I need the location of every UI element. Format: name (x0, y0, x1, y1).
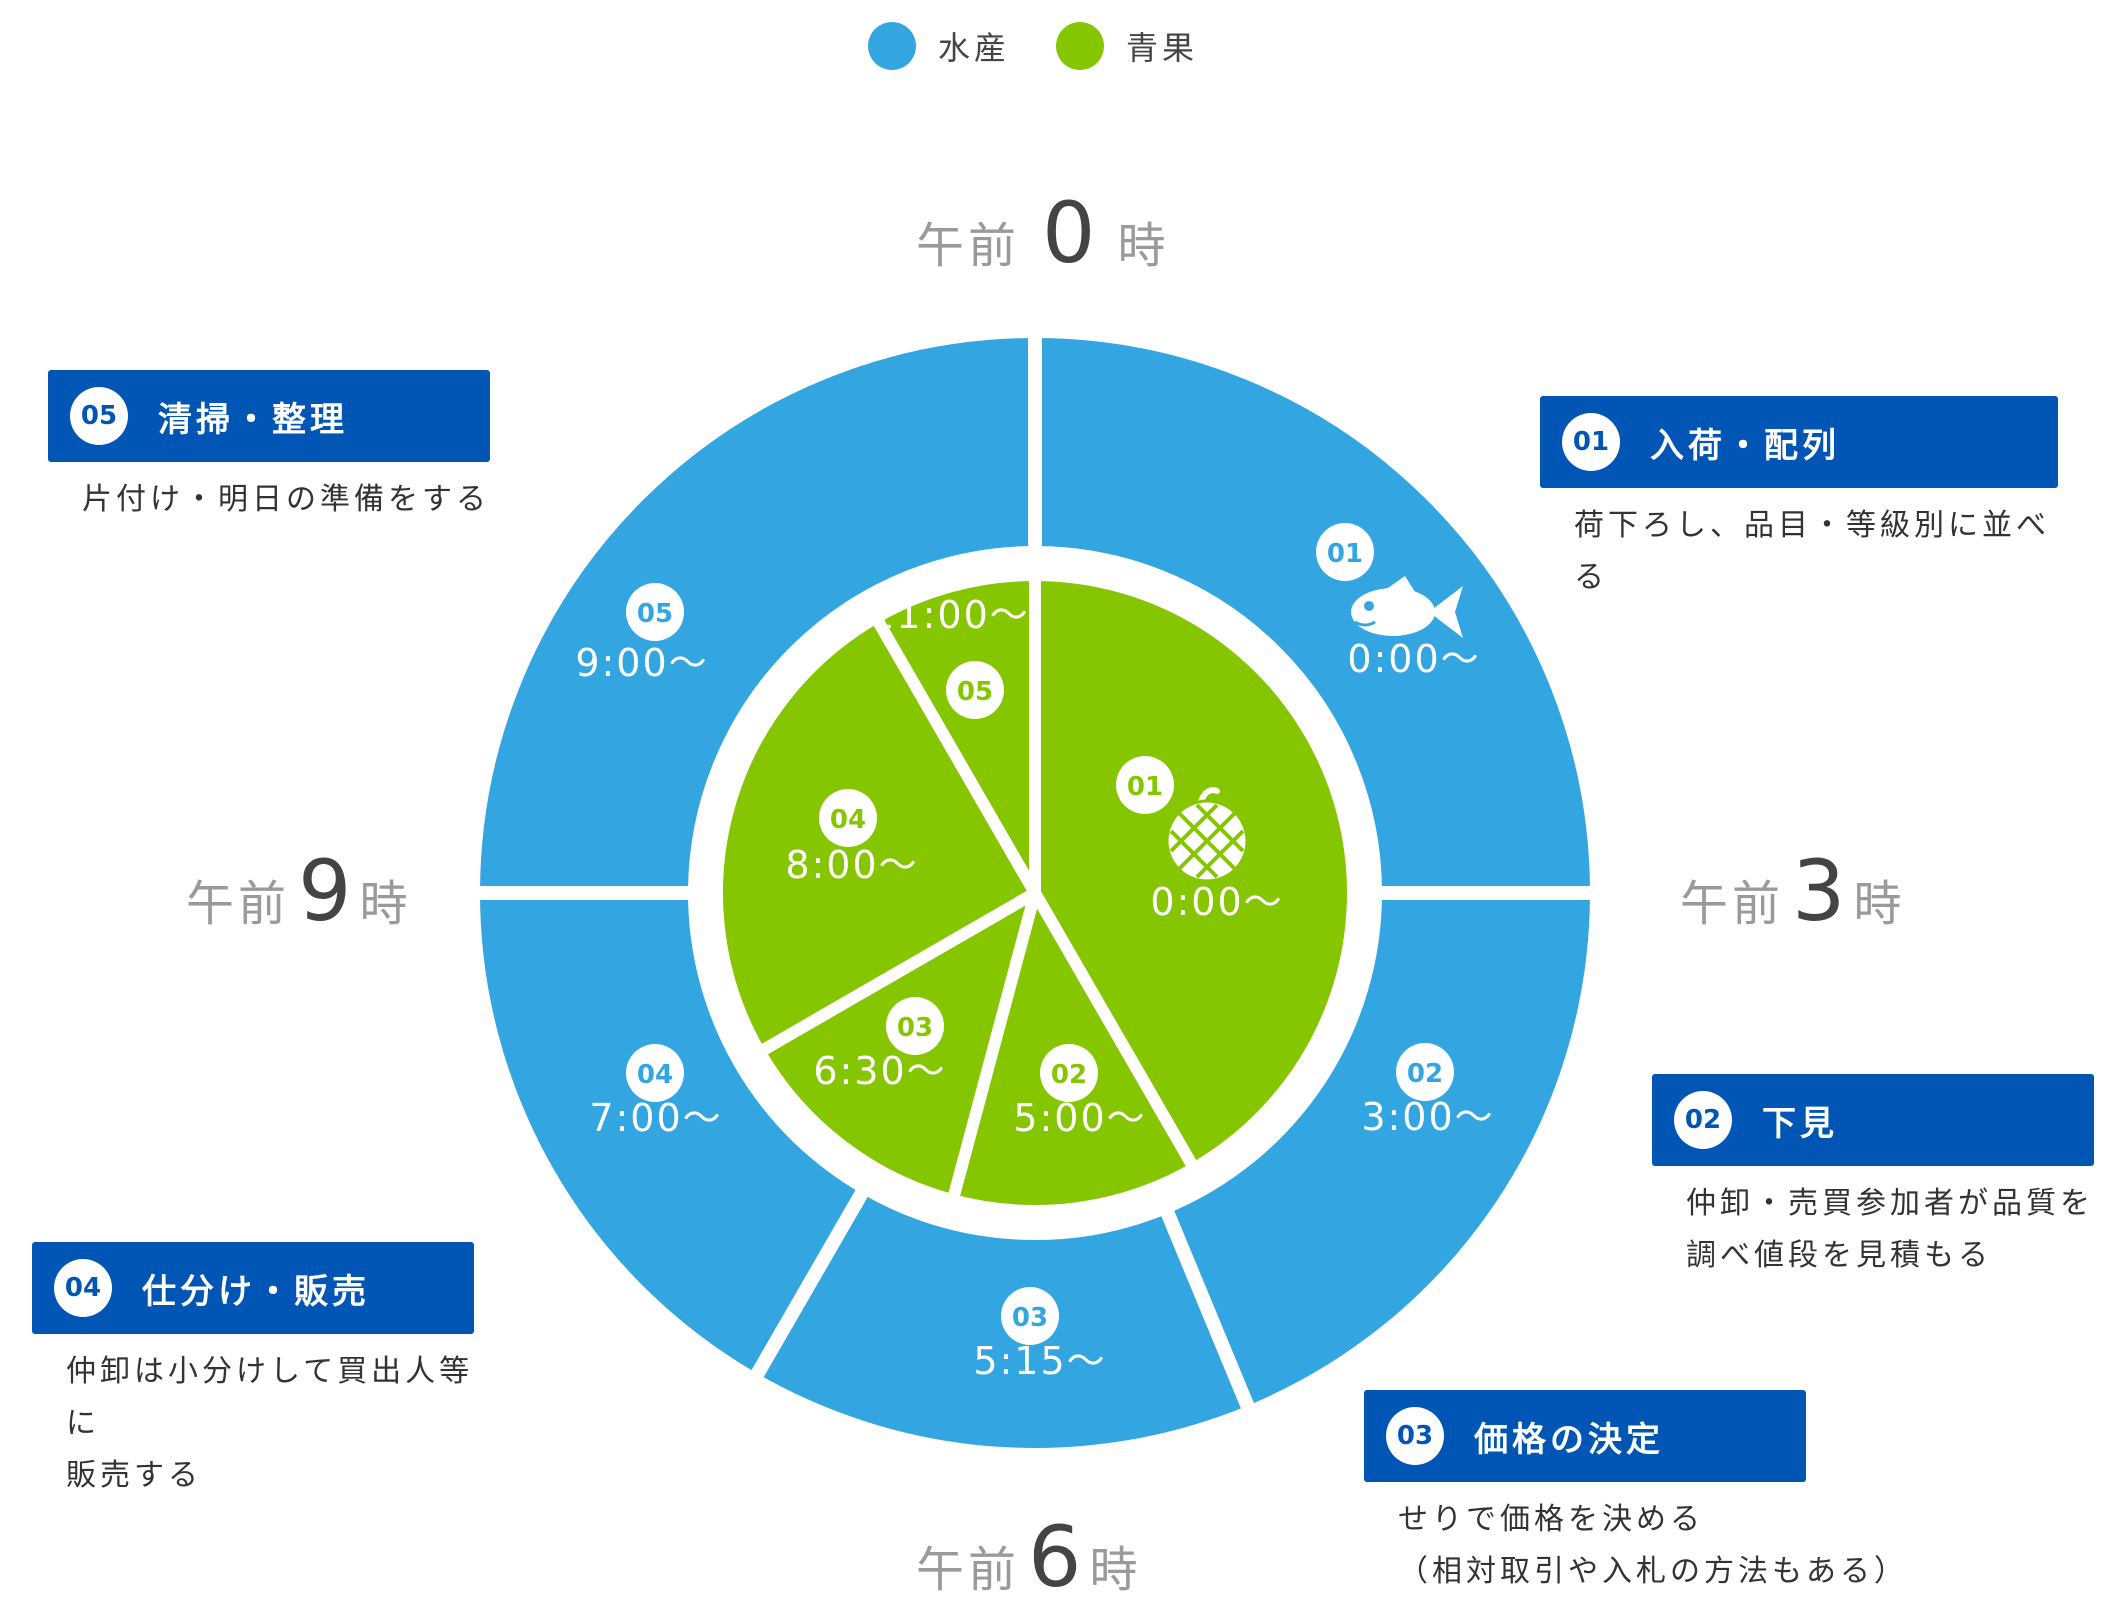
callout-description: 片付け・明日の準備をする (82, 482, 490, 517)
time-prefix: 午前 (186, 876, 291, 932)
svg-text:05: 05 (957, 677, 993, 707)
callout-03: 03 価格の決定 せりで価格を決める （相対取引や入札の方法もある） (1364, 1390, 1908, 1598)
step-badge: 01 (1562, 413, 1620, 471)
legend-label-produce: 青果 (1126, 29, 1199, 67)
melon-icon (1165, 787, 1249, 883)
outer-segment-04 (465, 886, 875, 1390)
callout-title: 入荷・配列 (1650, 425, 1840, 466)
time-suffix: 時 (1117, 218, 1170, 274)
time-number: 0 (1042, 184, 1096, 282)
svg-text:02: 02 (1407, 1059, 1443, 1089)
inner-time-01: 0:00～ (1150, 880, 1283, 924)
svg-text:03: 03 (897, 1013, 933, 1043)
segment-labels: 01 0:00～ 02 3:00～ 03 5:15～ 04 7:00～ 05 9:00～ 01 0:0… (575, 523, 1494, 1383)
outer-time-04: 7:00～ (589, 1096, 722, 1140)
svg-text:05: 05 (637, 599, 673, 629)
legend-item-fish: 水産 (868, 22, 1010, 70)
callout-05: 05 清掃・整理 片付け・明日の準備をする (48, 370, 490, 526)
inner-badge-05: 05 (946, 661, 1004, 719)
time-number: 6 (1028, 1508, 1082, 1606)
inner-badge-01: 01 (1116, 756, 1174, 814)
step-badge: 05 (70, 387, 128, 445)
callout-title: 仕分け・販売 (142, 1271, 370, 1312)
inner-time-04: 8:00～ (785, 843, 918, 887)
outer-time-05: 9:00～ (575, 641, 708, 685)
step-badge: 04 (54, 1259, 112, 1317)
time-label-6: 午前 6 時 (916, 1508, 1141, 1606)
callout-title: 価格の決定 (1474, 1419, 1664, 1460)
inner-segment-05 (870, 569, 1041, 899)
outer-segment-05 (465, 323, 1042, 900)
callout-04: 04 仕分け・販売 仲卸は小分けして買出人等に 販売する (32, 1242, 474, 1502)
callout-bar: 01 入荷・配列 (1540, 396, 2058, 488)
legend-item-produce: 青果 (1056, 22, 1198, 70)
inner-badge-04: 04 (819, 789, 877, 847)
outer-time-02: 3:00～ (1361, 1095, 1494, 1139)
outer-badge-01: 01 (1316, 523, 1374, 581)
time-prefix: 午前 (1680, 876, 1785, 932)
svg-text:03: 03 (1012, 1303, 1048, 1333)
time-label-9: 午前 9 時 (186, 842, 411, 940)
callout-bar: 02 下見 (1652, 1074, 2094, 1166)
legend-dot-fish (868, 22, 916, 70)
svg-text:01: 01 (1127, 772, 1163, 802)
callout-description: 仲卸・売買参加者が品質を 調べ値段を見積もる (1686, 1186, 2094, 1273)
outer-badge-05: 05 (626, 583, 684, 641)
inner-segment-04 (711, 611, 1041, 1058)
callout-02: 02 下見 仲卸・売買参加者が品質を 調べ値段を見積もる (1652, 1074, 2094, 1282)
inner-time-02: 5:00～ (1013, 1096, 1146, 1140)
outer-badge-04: 04 (626, 1044, 684, 1102)
callout-bar: 03 価格の決定 (1364, 1390, 1806, 1482)
legend-dot-produce (1056, 22, 1105, 70)
legend: 水産 青果 (868, 22, 1228, 70)
callout-bar: 04 仕分け・販売 (32, 1242, 474, 1334)
time-suffix: 時 (1089, 1542, 1142, 1598)
callout-title: 下見 (1762, 1103, 1838, 1144)
outer-segment-02 (1155, 886, 1605, 1422)
outer-time-03: 5:15～ (973, 1339, 1106, 1383)
time-label-3: 午前 3 時 (1680, 842, 1905, 940)
outer-time-01: 0:00～ (1347, 637, 1480, 681)
callout-description: 荷下ろし、品目・等級別に並べる (1574, 508, 2050, 595)
time-number: 9 (298, 842, 352, 940)
outer-segment-01 (1028, 323, 1605, 900)
step-badge: 03 (1386, 1407, 1444, 1465)
svg-text:04: 04 (637, 1060, 673, 1090)
callout-description: 仲卸は小分けして買出人等に 販売する (66, 1354, 474, 1493)
time-suffix: 時 (1853, 876, 1906, 932)
time-suffix: 時 (359, 876, 412, 932)
inner-badge-03: 03 (886, 997, 944, 1055)
legend-label-fish: 水産 (938, 29, 1011, 67)
callout-description: せりで価格を決める （相対取引や入札の方法もある） (1398, 1502, 1908, 1589)
time-number: 3 (1792, 842, 1846, 940)
time-prefix: 午前 (916, 1542, 1021, 1598)
inner-time-05: 11:00～ (870, 593, 1030, 637)
inner-time-03: 6:30～ (813, 1049, 946, 1093)
time-prefix: 午前 (916, 218, 1021, 274)
callout-01: 01 入荷・配列 荷下ろし、品目・等級別に並べる (1540, 396, 2058, 604)
step-badge: 02 (1674, 1091, 1732, 1149)
outer-badge-03: 03 (1001, 1287, 1059, 1345)
svg-text:04: 04 (830, 805, 866, 835)
callout-title: 清掃・整理 (158, 399, 348, 440)
fish-icon (1351, 576, 1463, 638)
time-label-0: 午前 0 時 (916, 184, 1169, 282)
svg-text:01: 01 (1327, 539, 1363, 569)
outer-badge-02: 02 (1396, 1043, 1454, 1101)
svg-text:02: 02 (1051, 1060, 1087, 1090)
callout-bar: 05 清掃・整理 (48, 370, 490, 462)
inner-badge-02: 02 (1040, 1044, 1098, 1102)
